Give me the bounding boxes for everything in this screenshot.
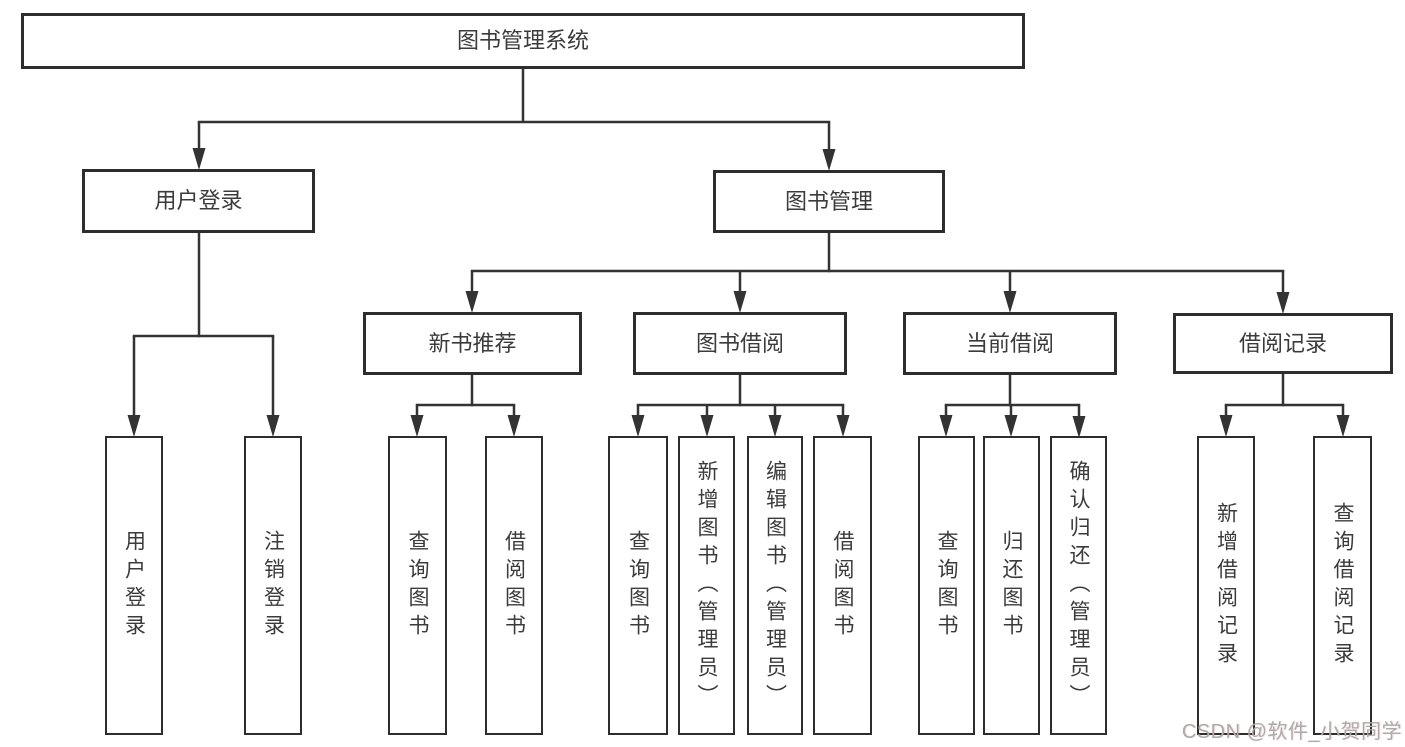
node-leaf-user-login: 用户登录 [105, 436, 163, 735]
node-leaf-borrow-books-recommend: 借阅图书 [485, 436, 543, 735]
csdn-watermark: CSDN @软件_小贺同学 [1181, 721, 1402, 743]
node-leaf-return-book: 归还图书 [983, 436, 1040, 735]
leaf-label: 归还图书 [1000, 529, 1023, 642]
node-book-borrow-label: 图书借阅 [695, 330, 784, 356]
node-root-system: 图书管理系统 [21, 13, 1025, 69]
leaf-label: 借阅图书 [502, 529, 526, 642]
node-leaf-query-borrow-record: 查询借阅记录 [1313, 436, 1372, 735]
node-leaf-add-book-admin: 新增图书（管理员） [678, 436, 735, 735]
node-root-label: 图书管理系统 [456, 28, 589, 53]
leaf-label: 查询图书 [406, 529, 429, 642]
node-borrow-record: 借阅记录 [1173, 313, 1393, 374]
node-leaf-add-borrow-record: 新增借阅记录 [1197, 436, 1255, 735]
leaf-label: 用户登录 [122, 529, 146, 642]
leaf-label: 查询借阅记录 [1331, 501, 1354, 670]
node-user-login-label: 用户登录 [154, 188, 243, 213]
node-user-login: 用户登录 [82, 169, 315, 233]
node-borrow-record-label: 借阅记录 [1238, 330, 1327, 356]
node-book-management-label: 图书管理 [784, 188, 873, 214]
node-book-management: 图书管理 [713, 170, 945, 233]
leaf-label: 新增借阅记录 [1214, 501, 1238, 670]
node-current-borrow-label: 当前借阅 [965, 330, 1054, 356]
leaf-label: 确认归还（管理员） [1067, 459, 1090, 712]
node-leaf-borrow-books: 借阅图书 [813, 436, 872, 735]
leaf-label: 编辑图书（管理员） [763, 459, 787, 712]
node-leaf-confirm-return-admin: 确认归还（管理员） [1050, 436, 1107, 735]
node-book-borrow: 图书借阅 [633, 312, 847, 375]
leaf-label: 新增图书（管理员） [695, 459, 718, 712]
node-current-borrow: 当前借阅 [903, 312, 1117, 375]
node-leaf-logout: 注销登录 [244, 436, 302, 735]
node-leaf-query-books-current: 查询图书 [918, 436, 975, 735]
node-new-book-recommend: 新书推荐 [363, 312, 582, 375]
leaf-label: 查询图书 [935, 529, 958, 642]
leaf-label: 注销登录 [261, 529, 285, 642]
node-leaf-query-books-borrow: 查询图书 [608, 436, 668, 735]
leaf-label: 借阅图书 [831, 529, 854, 642]
node-new-book-recommend-label: 新书推荐 [428, 330, 517, 356]
node-leaf-query-books-recommend: 查询图书 [388, 436, 447, 735]
leaf-label: 查询图书 [626, 529, 650, 642]
node-leaf-edit-book-admin: 编辑图书（管理员） [747, 436, 803, 735]
